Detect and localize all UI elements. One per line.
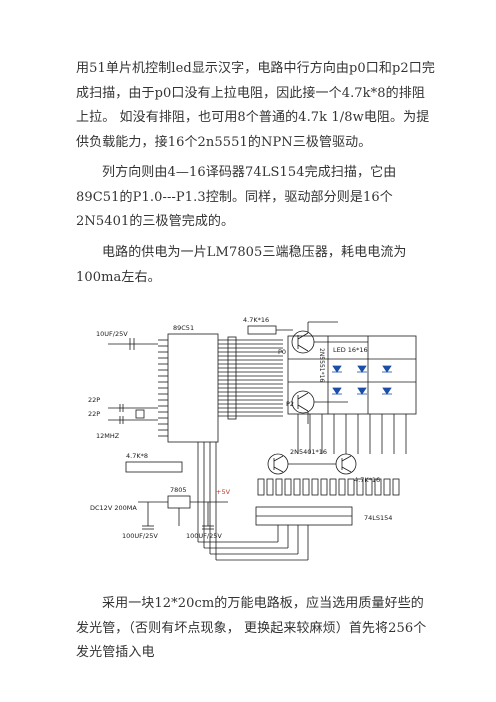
resistor-network (125, 461, 183, 473)
cap-b1-label: 100UF/25V (122, 532, 158, 540)
crystal-oscillator (135, 409, 145, 419)
rnet-label: 4.7K*8 (126, 452, 148, 460)
circuit-schematic-figure: 89C51 10UF/25V 4.7K*16 P0 P2 LED 16*16 2… (78, 304, 433, 566)
decoder-label: 74LS154 (364, 514, 392, 522)
pnp-transistor-right (335, 453, 357, 475)
voltage-regulator (167, 495, 191, 509)
paragraph-assembly: 采用一块12*20cm的万能电路板，应当选用质量好些的发光管，（否则有坏点现象，… (76, 596, 427, 660)
crystal-label: 12MHZ (96, 432, 120, 440)
paragraph-power-supply: 电路的供电为一片LM7805三端稳压器，耗电电流为100ma左右。 (76, 245, 407, 285)
npn-transistor-top (291, 330, 315, 354)
vout-label: +5V (216, 488, 231, 496)
decoder-control-wires (197, 442, 309, 561)
cap-22b-label: 22P (88, 410, 100, 418)
led-symbols (332, 365, 392, 395)
pnp-label: 2N5401*16 (290, 448, 327, 456)
port-p0-label: P0 (278, 348, 286, 356)
res-top-label: 4.7K*16 (243, 316, 269, 324)
mcu-right-bus (218, 339, 283, 417)
port-p2-label: P2 (286, 400, 294, 408)
led-matrix (287, 335, 417, 415)
circuit-schematic: 89C51 10UF/25V 4.7K*16 P0 P2 LED 16*16 2… (88, 316, 417, 561)
cap-top-label: 10UF/25V (96, 330, 128, 338)
resistor-bank-bottom (257, 478, 400, 496)
dc-input-label: DC12V 200MA (90, 504, 137, 512)
port-resistor-strip (227, 336, 237, 420)
mcu-label: 89C51 (173, 324, 194, 332)
reg-label: 7805 (170, 486, 187, 494)
pnp-transistor-left (267, 453, 289, 475)
paragraph-row-scan: 用51单片机控制led显示汉字，电路中行方向由p0口和p2口完成扫描，由于p0口… (76, 61, 436, 150)
cap-b2-label: 100UF/25V (186, 532, 222, 540)
paragraph-column-scan: 列方向则由4—16译码器74LS154完成扫描，它由89C51的P1.0---P… (76, 165, 397, 229)
mcu-left-pins (158, 339, 168, 437)
matrix-column-lines (297, 414, 407, 454)
mcu-chip (167, 333, 219, 443)
npn-label: 2N5551*16 (318, 348, 325, 382)
res-bottom-label: 4.7K*16 (354, 476, 380, 484)
resistor-array-top (247, 325, 277, 335)
cap-22a-label: 22P (88, 396, 100, 404)
npn-transistor-bottom (291, 390, 315, 414)
led-label: LED 16*16 (333, 346, 368, 354)
